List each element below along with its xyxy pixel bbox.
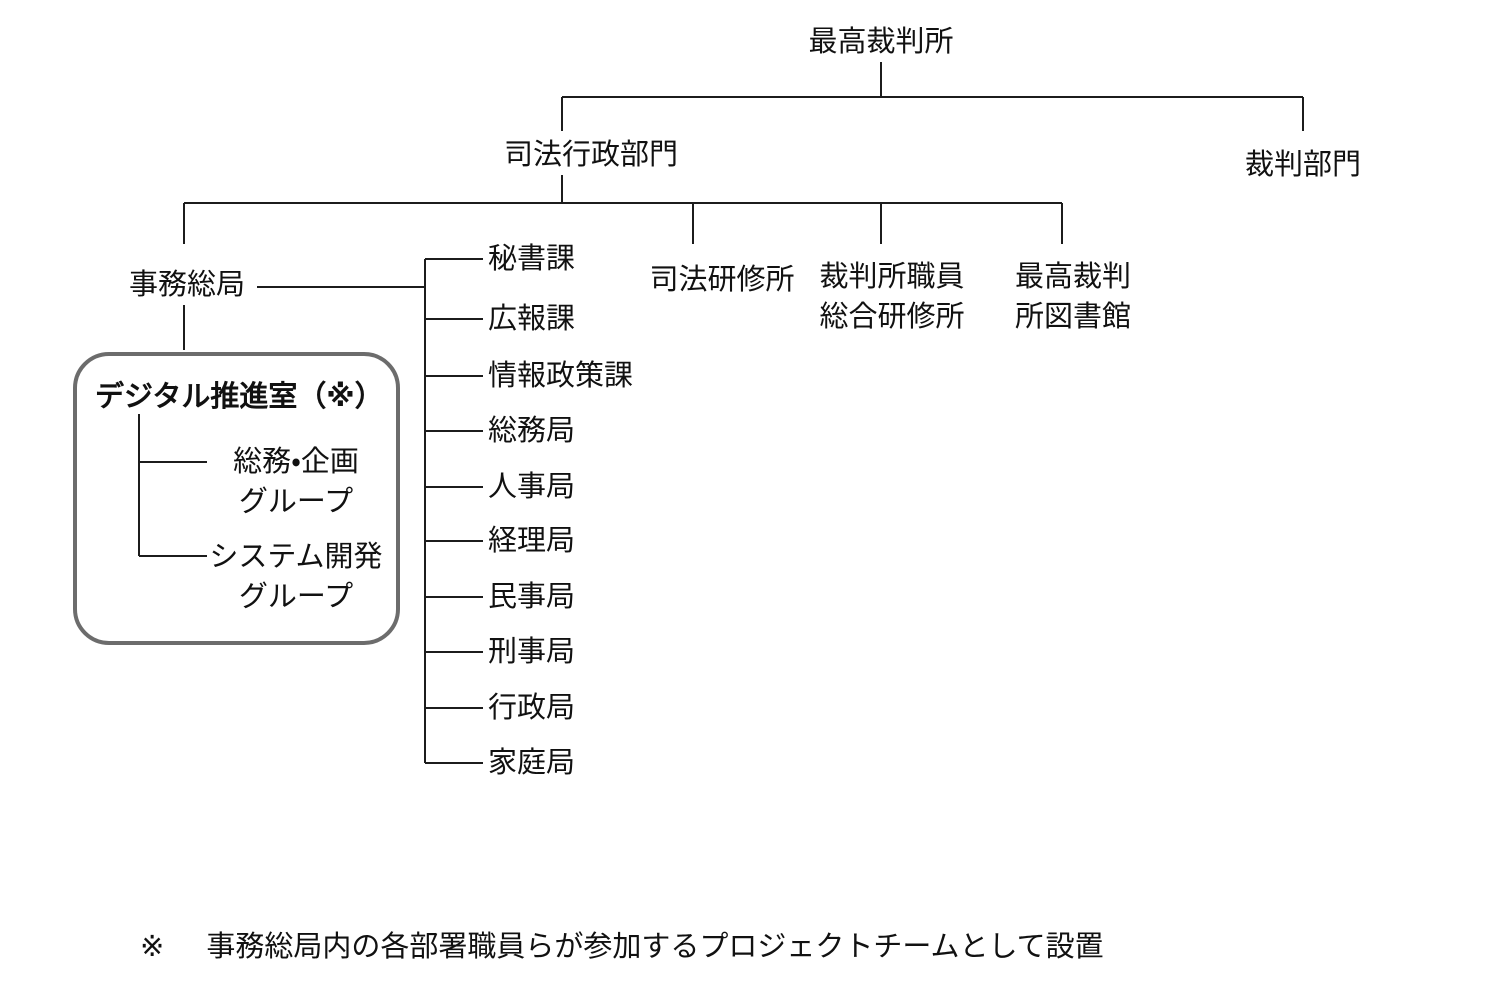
- node-general-secretariat: 事務総局: [128, 269, 246, 301]
- root-connector: [561, 62, 1304, 131]
- node-supreme-court-library: 最高裁判 所図書館: [1015, 257, 1131, 337]
- group-general-affairs-planning: 総務・企画 グループ: [233, 442, 359, 522]
- group-general-affairs-planning-line2: グループ: [238, 486, 354, 518]
- node-trial-branch: 裁判部門: [1244, 149, 1362, 181]
- secretariat-connector: [183, 286, 425, 350]
- footnote-marker: ※: [140, 931, 165, 963]
- node-supreme-court-library-line2: 所図書館: [1014, 301, 1132, 333]
- node-court-staff-training-institute-line2: 総合研修所: [819, 301, 965, 333]
- node-legal-training-institute: 司法研修所: [649, 264, 795, 296]
- footnote: ※ 事務総局内の各部署職員らが参加するプロジェクトチームとして設置: [140, 927, 1104, 967]
- department-somukyoku: 総務局: [488, 415, 576, 447]
- department-keirikyoku: 経理局: [488, 525, 576, 557]
- department-keijikyoku: 刑事局: [488, 636, 576, 668]
- node-supreme-court-library-line1: 最高裁判: [1014, 261, 1132, 293]
- footnote-text: 事務総局内の各部署職員らが参加するプロジェクトチームとして設置: [206, 931, 1104, 963]
- departments-spine: [424, 258, 483, 764]
- group-general-affairs-planning-line1: 総務・企画: [233, 446, 359, 478]
- node-court-staff-training-institute: 裁判所職員 総合研修所: [819, 257, 964, 337]
- node-court-staff-training-institute-line1: 裁判所職員: [819, 261, 965, 293]
- department-jinjikyoku: 人事局: [488, 471, 576, 503]
- department-kohoka: 広報課: [488, 303, 576, 335]
- digital-office-box: [73, 352, 400, 645]
- department-gyoseikyoku: 行政局: [488, 692, 576, 724]
- department-minjikyoku: 民事局: [488, 581, 576, 613]
- node-judicial-administration-branch: 司法行政部門: [503, 139, 679, 171]
- department-joho-seisakuka: 情報政策課: [488, 360, 634, 392]
- digital-office-title: デジタル推進室（※）: [95, 381, 384, 413]
- level2-connector: [183, 175, 1063, 244]
- department-kateikyoku: 家庭局: [488, 747, 576, 779]
- group-system-development-line2: グループ: [238, 581, 354, 613]
- department-hishoka: 秘書課: [488, 243, 576, 275]
- digital-office-tree: [138, 414, 207, 557]
- group-system-development-line1: システム開発: [209, 541, 383, 573]
- group-system-development: システム開発 グループ: [209, 537, 382, 617]
- node-supreme-court: 最高裁判所: [808, 26, 954, 58]
